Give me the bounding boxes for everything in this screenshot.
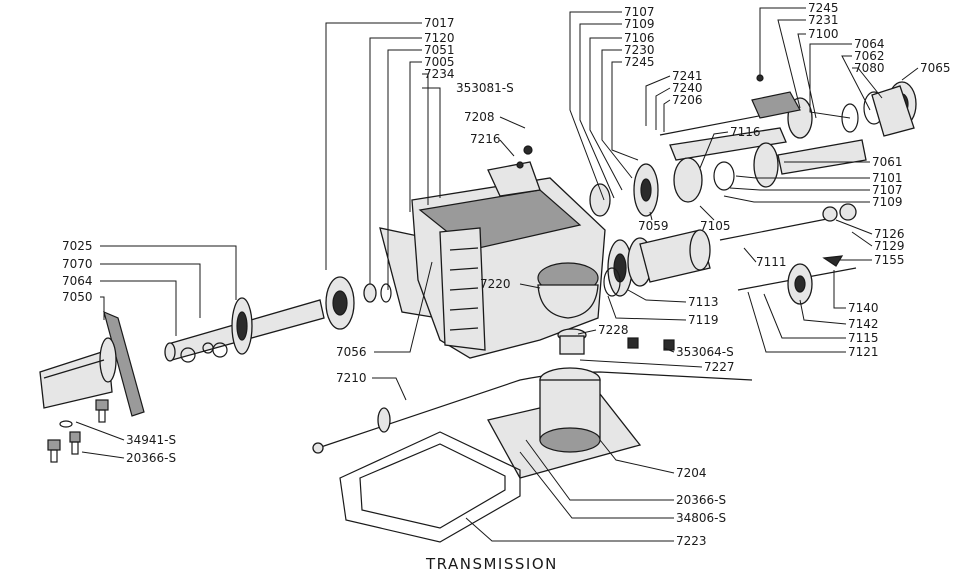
label-7234: 7234 [424, 67, 455, 81]
label-7231: 7231 [808, 13, 839, 27]
label-7111: 7111 [756, 255, 787, 269]
label-7005: 7005 [424, 55, 455, 69]
label-7107-top: 7107 [624, 5, 655, 19]
label-7120: 7120 [424, 31, 455, 45]
main-shaft-assembly [164, 276, 392, 363]
label-7101: 7101 [872, 171, 903, 185]
label-7228: 7228 [598, 323, 629, 337]
label-7105: 7105 [700, 219, 731, 233]
label-7106: 7106 [624, 31, 655, 45]
label-7220: 7220 [480, 277, 511, 291]
label-7240: 7240 [672, 81, 703, 95]
label-7017: 7017 [424, 16, 455, 30]
label-7080: 7080 [854, 61, 885, 75]
label-7227: 7227 [704, 360, 735, 374]
label-7062: 7062 [854, 49, 885, 63]
label-7119: 7119 [688, 313, 719, 327]
label-7056: 7056 [336, 345, 367, 359]
label-7065: 7065 [920, 61, 951, 75]
label-7210: 7210 [336, 371, 367, 385]
label-7107-right: 7107 [872, 183, 903, 197]
label-7051: 7051 [424, 43, 455, 57]
label-7025: 7025 [62, 239, 93, 253]
countershaft-cluster [603, 217, 833, 297]
label-7059: 7059 [638, 219, 669, 233]
label-7241: 7241 [672, 69, 703, 83]
label-7208: 7208 [464, 110, 495, 124]
diagram-title: TRANSMISSION [425, 555, 558, 573]
label-7109-top: 7109 [624, 17, 655, 31]
label-7115: 7115 [848, 331, 879, 345]
reverse-idler-assembly [737, 203, 857, 305]
label-7245-right: 7245 [808, 1, 839, 15]
label-7223: 7223 [676, 534, 707, 548]
label-34941-s: 34941-S [126, 433, 176, 447]
part-labels: 7017 7120 7051 7005 7234 353081-S 7208 7… [62, 1, 951, 548]
label-7050: 7050 [62, 290, 93, 304]
shift-housing-and-gasket [339, 367, 642, 543]
label-7113: 7113 [688, 295, 719, 309]
label-20366-s-right: 20366-S [676, 493, 726, 507]
shifter-dome [537, 262, 675, 355]
label-7204: 7204 [676, 466, 707, 480]
label-7140: 7140 [848, 301, 879, 315]
label-7064-right: 7064 [854, 37, 885, 51]
label-7121: 7121 [848, 345, 879, 359]
label-7064-left: 7064 [62, 274, 93, 288]
upper-gear-train [589, 74, 917, 217]
extension-housing [39, 310, 145, 417]
label-7245-left: 7245 [624, 55, 655, 69]
label-20366-s-left: 20366-S [126, 451, 176, 465]
label-7109-right: 7109 [872, 195, 903, 209]
label-7206: 7206 [672, 93, 703, 107]
label-7116: 7116 [730, 125, 761, 139]
label-7126: 7126 [874, 227, 905, 241]
label-353064-s: 353064-S [676, 345, 734, 359]
label-353081-s: 353081-S [456, 81, 514, 95]
label-7061: 7061 [872, 155, 903, 169]
label-7155: 7155 [874, 253, 905, 267]
leader-lines [75, 7, 919, 542]
label-7142: 7142 [848, 317, 879, 331]
label-7070: 7070 [62, 257, 93, 271]
label-7100: 7100 [808, 27, 839, 41]
label-7129: 7129 [874, 239, 905, 253]
label-34806-s: 34806-S [676, 511, 726, 525]
transmission-case [379, 145, 606, 359]
bolts-left [47, 399, 109, 463]
label-7230: 7230 [624, 43, 655, 57]
label-7216: 7216 [470, 132, 501, 146]
